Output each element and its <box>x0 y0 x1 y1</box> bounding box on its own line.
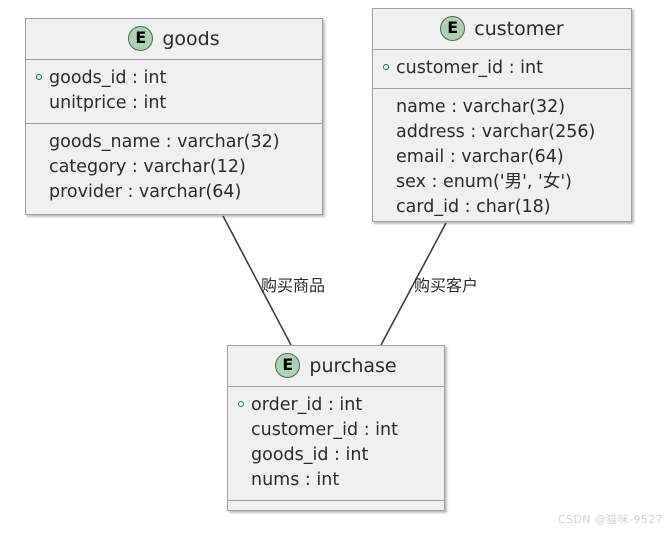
attribute-label: customer_id : int <box>251 420 398 440</box>
attribute-label: email : varchar(64) <box>396 147 564 167</box>
entity-badge-icon: E <box>128 26 154 51</box>
attribute-row: card_id : char(18) <box>382 195 622 220</box>
attribute-row: nums : int <box>237 468 435 493</box>
entity-compartment: name : varchar(32) address : varchar(256)… <box>373 89 631 227</box>
attribute-row-primary-key: goods_id : int <box>35 66 313 91</box>
attribute-label: address : varchar(256) <box>396 122 596 142</box>
entity-badge-icon: E <box>275 353 301 378</box>
attribute-row: goods_id : int <box>237 443 435 468</box>
entity-compartment: goods_name : varchar(32) category : varch… <box>26 124 322 212</box>
attribute-row: unitprice : int <box>35 91 313 116</box>
attribute-label: sex : enum('男', '女') <box>396 172 572 192</box>
attribute-label: name : varchar(32) <box>396 97 566 117</box>
entity-compartment: goods_id : int unitprice : int <box>26 60 322 124</box>
attribute-label: goods_id : int <box>251 445 369 465</box>
attribute-label: customer_id : int <box>396 58 543 78</box>
attribute-row: provider : varchar(64) <box>35 180 313 205</box>
entity-title-goods: goods <box>162 27 220 50</box>
attribute-label: order_id : int <box>251 395 363 415</box>
attribute-row-primary-key: customer_id : int <box>382 56 622 81</box>
attribute-row: customer_id : int <box>237 418 435 443</box>
attribute-row: address : varchar(256) <box>382 120 622 145</box>
watermark: CSDN @猫咪-9527 <box>557 513 663 526</box>
attribute-label: card_id : char(18) <box>396 197 551 217</box>
attribute-label: nums : int <box>251 470 340 490</box>
attribute-row: goods_name : varchar(32) <box>35 130 313 155</box>
entity-compartment: order_id : int customer_id : int goods_id … <box>228 387 444 501</box>
edge-label-customer-purchase: 购买客户 <box>414 276 479 295</box>
attribute-label: unitprice : int <box>49 93 167 113</box>
attribute-row: category : varchar(12) <box>35 155 313 180</box>
attribute-label: goods_name : varchar(32) <box>49 132 280 152</box>
edge-label-goods-purchase: 购买商品 <box>261 276 326 295</box>
entity-title-customer: customer <box>474 17 564 40</box>
attribute-label: provider : varchar(64) <box>49 182 242 202</box>
entity-badge-icon: E <box>440 16 466 41</box>
attribute-row-primary-key: order_id : int <box>237 393 435 418</box>
attribute-row: sex : enum('男', '女') <box>382 170 622 195</box>
attribute-label: goods_id : int <box>49 68 167 88</box>
entity-compartment <box>228 501 444 517</box>
entity-compartment: customer_id : int <box>373 50 631 89</box>
attribute-row: email : varchar(64) <box>382 145 622 170</box>
entity-title-purchase: purchase <box>309 354 397 377</box>
attribute-row: name : varchar(32) <box>382 95 622 120</box>
attribute-label: category : varchar(12) <box>49 157 246 177</box>
